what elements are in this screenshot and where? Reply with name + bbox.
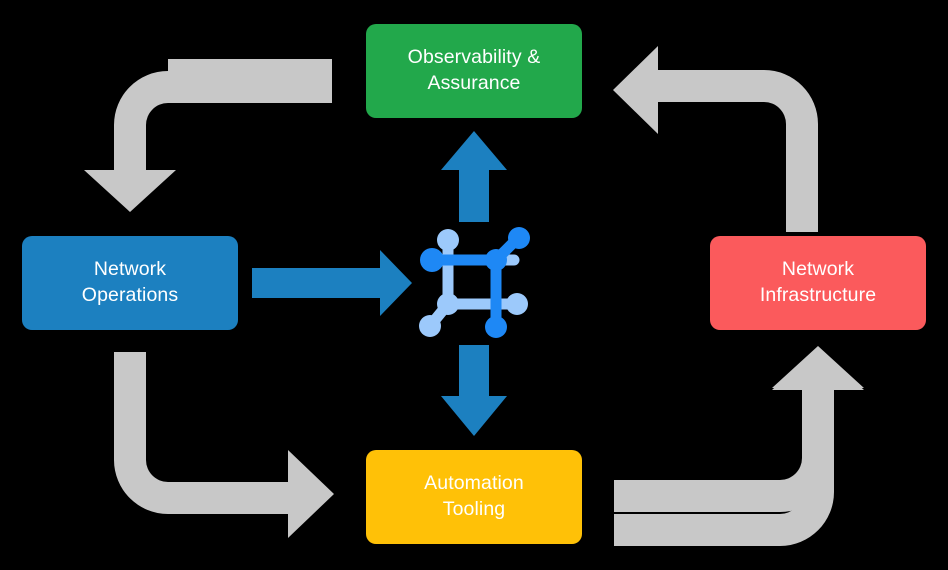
node-network-infrastructure-label: Network Infrastructure <box>759 258 877 306</box>
arrow-observability-to-operations <box>84 59 332 212</box>
arrow-automation-to-infrastructure-shape <box>614 346 864 512</box>
arrow-operations-to-center <box>252 250 412 316</box>
arrow-center-to-automation <box>441 345 507 436</box>
topology-nodes-primary <box>420 227 530 338</box>
arrow-operations-to-automation <box>114 352 334 538</box>
topology-nodes-secondary <box>419 229 528 337</box>
arrow-infrastructure-to-observability <box>613 46 818 232</box>
node-automation-tooling-label: Automation Tooling <box>424 472 524 520</box>
node-observability-label: Observability & Assurance <box>407 46 541 94</box>
node-network-infrastructure[interactable]: Network Infrastructure <box>710 236 926 330</box>
node-network-operations[interactable]: Network Operations <box>22 236 238 330</box>
node-automation-tooling[interactable]: Automation Tooling <box>366 450 582 544</box>
network-topology-icon <box>419 227 530 338</box>
arrow-center-to-observability <box>441 131 507 222</box>
node-observability-assurance[interactable]: Observability & Assurance <box>366 24 582 118</box>
node-network-operations-label: Network Operations <box>81 258 179 306</box>
